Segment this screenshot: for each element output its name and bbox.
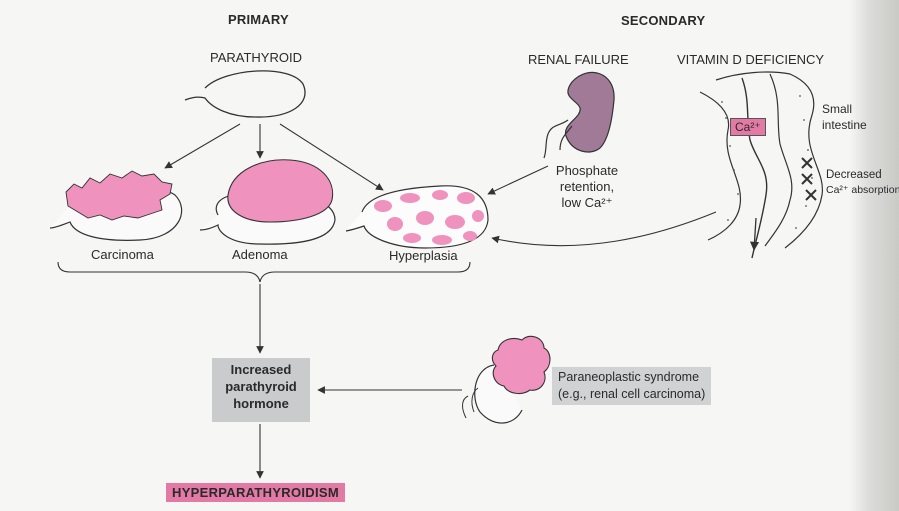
hyperplasia-gland-icon — [345, 185, 489, 249]
parathyroid-gland-icon — [184, 70, 306, 118]
hyperplasia-label: Hyperplasia — [389, 248, 458, 263]
page-edge-shadow — [849, 0, 899, 511]
blocked-absorption-marks — [801, 157, 817, 201]
paraneoplastic-line-1: Paraneoplastic syndrome — [558, 370, 700, 384]
increased-line-1: Increased — [230, 362, 292, 377]
increased-line-2: parathyroid — [225, 379, 297, 394]
small-intestine-label: Small intestine — [822, 101, 867, 133]
carcinoma-label: Carcinoma — [91, 247, 154, 262]
small-intestine-line-1: Small — [822, 102, 853, 116]
calcium-box: Ca²⁺ — [730, 118, 766, 136]
kidney-tumor-icon — [462, 335, 551, 424]
primary-header: PRIMARY — [228, 12, 289, 27]
secondary-header: SECONDARY — [621, 13, 706, 28]
small-intestine-icon — [699, 71, 823, 259]
phosphate-line-1: Phosphate — [555, 163, 619, 178]
decreased-line-1: Decreased — [826, 169, 882, 181]
paraneoplastic-box: Paraneoplastic syndrome (e.g., renal cel… — [552, 367, 712, 405]
decreased-line-2: Ca²⁺ absorption — [826, 184, 899, 196]
renal-failure-label: RENAL FAILURE — [528, 52, 629, 67]
paraneoplastic-line-2: (e.g., renal cell carcinoma) — [558, 387, 706, 401]
decreased-absorption-label: Decreased Ca²⁺ absorption — [826, 168, 899, 198]
increased-pth-box: Increased parathyroid hormone — [212, 358, 310, 422]
increased-line-3: hormone — [233, 396, 289, 411]
phosphate-line-3: low Ca²⁺ — [561, 195, 613, 210]
adenoma-gland-icon — [199, 159, 336, 245]
adenoma-label: Adenoma — [232, 247, 288, 262]
small-intestine-line-2: intestine — [822, 118, 867, 132]
phosphate-line-2: retention, — [559, 179, 615, 194]
kidney-icon — [543, 71, 615, 159]
parathyroid-label: PARATHYROID — [210, 50, 302, 65]
grouping-bracket — [57, 261, 471, 283]
vitamin-d-label: VITAMIN D DEFICIENCY — [677, 52, 825, 67]
phosphate-label: Phosphate retention, low Ca²⁺ — [549, 163, 625, 211]
hyperparathyroidism-box: HYPERPARATHYROIDISM — [166, 483, 346, 502]
carcinoma-gland-icon — [49, 170, 183, 241]
